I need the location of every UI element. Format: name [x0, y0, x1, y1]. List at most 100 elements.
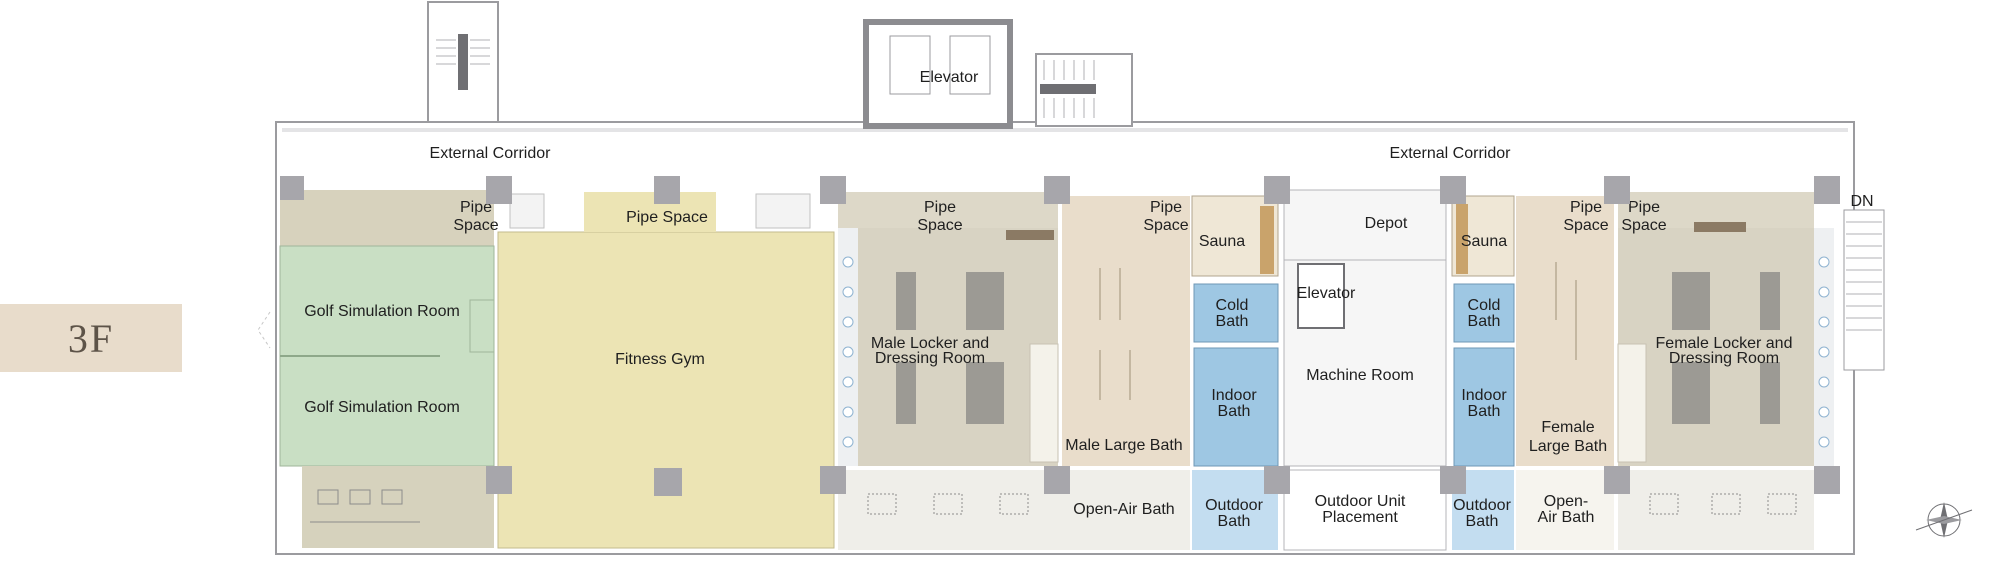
sauna-female-label: Sauna: [1461, 233, 1507, 250]
female-locker-label-line2: Dressing Room: [1669, 350, 1779, 367]
male-open-air-deck: [838, 470, 1190, 550]
indoor-bath-male-label-line2: Bath: [1218, 403, 1251, 420]
golf-back-area: [280, 190, 494, 246]
pipe-space-1-label-line2: Space: [453, 217, 498, 234]
sauna-male-label: Sauna: [1199, 233, 1245, 250]
stair-exterior-right: [1843, 209, 1885, 371]
male-deck-chairs: [867, 493, 1029, 515]
female-locker-area: [1618, 228, 1814, 466]
outdoor-bath-male-label-line2: Bath: [1218, 513, 1251, 530]
female-locker-bench: [1694, 222, 1746, 232]
plan-break-mark: [257, 311, 271, 349]
fitness-gym-label: Fitness Gym: [615, 351, 705, 368]
male-locker-label-line2: Dressing Room: [875, 350, 985, 367]
stair-exterior-treads: [1846, 221, 1882, 331]
sauna-female-bench: [1456, 204, 1468, 274]
pipe-space-1-label-line1: Pipe: [460, 199, 492, 216]
cold-bath-female-label-line2: Bath: [1468, 313, 1501, 330]
elevator-top-label: Elevator: [920, 69, 979, 86]
stair-left-treads: [436, 39, 490, 65]
female-large-bath-label-line2: Large Bath: [1529, 438, 1607, 455]
female-large-bath-label-line1: Female: [1541, 419, 1594, 436]
female-locker-vanity: [1617, 343, 1647, 463]
restroom-left: [509, 193, 545, 229]
outdoor-unit-area: [1283, 469, 1447, 551]
cold-bath-male-label-line1: Cold: [1216, 297, 1249, 314]
stair-right-core: [1040, 84, 1096, 94]
female-locker-lights: [1818, 256, 1830, 448]
pipe-space-5-label-line2: Space: [1563, 217, 1608, 234]
outdoor-unit-label-line2: Placement: [1322, 509, 1398, 526]
female-deck-chairs: [1649, 493, 1797, 515]
female-locker-label-line1: Female Locker and: [1656, 335, 1793, 352]
male-locker-label-line1: Male Locker and: [871, 335, 989, 352]
indoor-bath-male-area: [1193, 347, 1279, 467]
male-locker-lights: [842, 256, 854, 448]
male-large-bath-label: Male Large Bath: [1065, 437, 1182, 454]
pipe-space-3-label-line1: Pipe: [924, 199, 956, 216]
cold-bath-female-area: [1453, 283, 1515, 343]
male-locker-area: [838, 228, 1058, 466]
pipe-space-4-label-line2: Space: [1143, 217, 1188, 234]
male-locker-vanity: [1029, 343, 1059, 463]
dn-label: DN: [1850, 193, 1873, 210]
machine-room-label: Machine Room: [1306, 367, 1414, 384]
indoor-bath-male-label-line1: Indoor: [1211, 387, 1257, 404]
indoor-bath-female-area: [1453, 347, 1515, 467]
elevator-mid-label: Elevator: [1297, 285, 1356, 302]
floor-label: 3F: [67, 315, 115, 361]
pipe-space-6-label-line2: Space: [1621, 217, 1666, 234]
cold-bath-male-area: [1193, 283, 1279, 343]
cold-bath-female-label-line1: Cold: [1468, 297, 1501, 314]
female-large-bath-area: [1516, 196, 1614, 466]
female-locker-cabinets: [1672, 272, 1780, 424]
cold-bath-male-label-line2: Bath: [1216, 313, 1249, 330]
elevator-mid-shaft: [1297, 263, 1345, 329]
depot-label: Depot: [1365, 215, 1408, 232]
female-open-air-area: [1516, 470, 1614, 550]
pipe-space-5-label-line1: Pipe: [1570, 199, 1602, 216]
outdoor-bath-male-label-line1: Outdoor: [1205, 497, 1263, 514]
golf-equipment: [469, 299, 495, 353]
open-air-bath-female-label-line2: Air Bath: [1538, 509, 1595, 526]
pipe-space-3-label-line2: Space: [917, 217, 962, 234]
outdoor-bath-female-label-line2: Bath: [1466, 513, 1499, 530]
male-locker-cabinets: [896, 272, 1004, 424]
male-locker-entry: [838, 192, 1058, 228]
pipe-space-6-label-line1: Pipe: [1628, 199, 1660, 216]
elevator-car-2: [949, 35, 991, 95]
external-corridor-left-label: External Corridor: [430, 145, 552, 162]
outdoor-bath-male-area: [1192, 470, 1278, 550]
stair-right-treads: [1043, 60, 1095, 118]
golf-lower-area: [302, 466, 494, 548]
pipe-space-2-area: [584, 192, 716, 232]
indoor-bath-female-label-line2: Bath: [1468, 403, 1501, 420]
compass-icon: [1915, 502, 1973, 538]
female-open-air-deck: [1618, 470, 1814, 550]
gym-column: [654, 468, 682, 496]
golf-lower-furniture: [310, 489, 420, 523]
outdoor-bath-female-label-line1: Outdoor: [1453, 497, 1511, 514]
male-locker-bench: [1006, 230, 1054, 240]
pipe-space-2-label: Pipe Space: [626, 209, 708, 226]
stair-left-core: [458, 34, 468, 90]
female-bath-shower-rails: [1555, 262, 1577, 360]
fitness-gym-area: [497, 231, 835, 549]
golf-sim-room-2-label: Golf Simulation Room: [304, 399, 460, 416]
elevator-car-1: [889, 35, 931, 95]
pipe-space-4-label-line1: Pipe: [1150, 199, 1182, 216]
open-air-bath-female-label-line1: Open-: [1544, 493, 1588, 510]
indoor-bath-female-label-line1: Indoor: [1461, 387, 1507, 404]
male-large-bath-area: [1062, 196, 1190, 466]
male-bath-shower-rails: [1099, 268, 1131, 400]
outdoor-unit-label-line1: Outdoor Unit: [1315, 493, 1406, 510]
corridor-rail: [282, 128, 1848, 132]
golf-sim-room-1-label: Golf Simulation Room: [304, 303, 460, 320]
open-air-bath-male-label: Open-Air Bath: [1073, 501, 1174, 518]
restroom-right: [755, 193, 811, 229]
external-corridor-right-label: External Corridor: [1390, 145, 1512, 162]
structural-columns: [280, 176, 1840, 494]
floor-label-badge: 3F: [0, 304, 182, 372]
sauna-male-bench: [1260, 206, 1274, 274]
